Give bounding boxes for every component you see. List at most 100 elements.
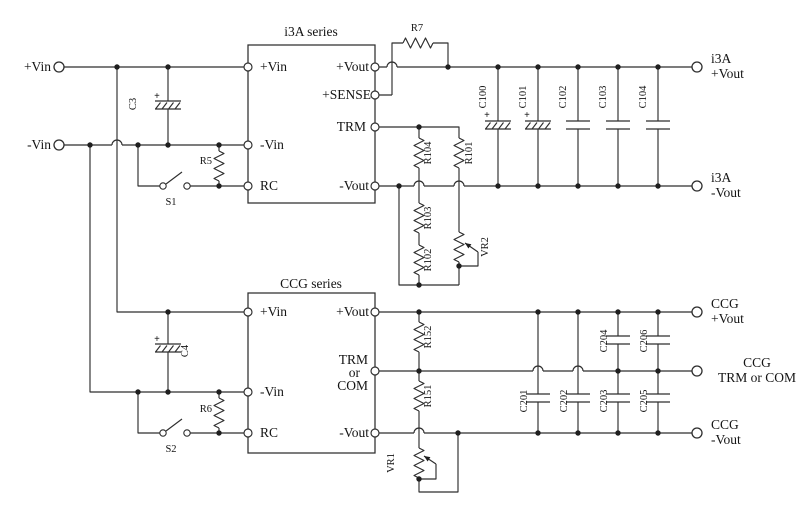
capacitor-c204: C204 [599,329,631,353]
output-ccg-trm-line1: CCG [743,355,771,370]
resistor-r7-label: R7 [411,23,423,34]
module-i3a-title: i3A series [284,24,338,39]
ccg-pin-label-rc: RC [260,425,278,440]
c3-polarity-plus: + [154,91,160,102]
capacitor-c101-label: C101 [518,86,529,109]
switch-s1: S1 [159,171,191,208]
capacitor-c100: + C100 [478,86,512,130]
resistor-r102-label: R102 [423,249,434,272]
capacitor-c204-label: C204 [599,329,610,353]
i3a-cap-bank-wires [497,67,659,186]
resistor-r104-label: R104 [423,141,434,165]
potentiometer-vr1-label: VR1 [386,453,397,473]
potentiometer-vr2-label: VR2 [480,237,491,257]
output-ccg-pos-line1: CCG [711,296,739,311]
capacitor-c201: C201 [519,390,551,413]
i3a-pin-label-trm: TRM [337,119,366,134]
i3a-pin-label-vout-neg: -Vout [339,178,369,193]
resistor-r5-label: R5 [200,156,212,167]
input-filter-wires [137,67,248,434]
output-i3a-neg-line2: -Vout [711,185,741,200]
resistor-r152: R152 [413,321,434,353]
ccg-pin-label-trm: TRM [339,352,368,367]
output-terminal-ccg-neg: CCG -Vout [691,417,741,447]
capacitor-c102-label: C102 [558,86,569,109]
ccg-pin-label-com: COM [337,378,368,393]
ccg-pin-label-or: or [349,365,361,380]
resistor-r101-label: R101 [464,142,475,165]
capacitor-c201-label: C201 [519,390,530,413]
output-ccg-neg-line2: -Vout [711,432,741,447]
junction-dots [87,64,661,482]
i3a-pin-label-rc: RC [260,178,278,193]
ccg-pin-label-vin-neg: -Vin [260,384,284,399]
output-ccg-trm-line2: TRM or COM [718,370,796,385]
output-i3a-pos-line2: +Vout [711,66,744,81]
resistor-r6: R6 [200,397,225,429]
input-terminal-vin-neg: -Vin [27,137,65,152]
input-rail-wires [64,66,248,393]
output-i3a-pos-line1: i3A [711,51,732,66]
capacitor-c202-label: C202 [559,390,570,413]
resistor-r152-label: R152 [423,326,434,349]
module-pin-circles [243,62,380,438]
resistor-r103: R103 [413,202,434,234]
resistor-r151-label: R151 [423,385,434,408]
module-i3a: i3A series +Vin -Vin RC +Vout +SENSE TRM… [247,24,376,204]
output-terminal-ccg-trm: CCG TRM or COM [691,355,796,385]
capacitor-c205-label: C205 [639,390,650,413]
capacitor-c4-label: C4 [180,344,191,357]
switch-s1-label: S1 [165,197,176,208]
capacitor-c3: + C3 [128,91,182,110]
c100-polarity-plus: + [484,110,490,121]
capacitor-c3-label: C3 [128,98,139,110]
module-ccg-title: CCG series [280,276,342,291]
i3a-pin-label-vin-pos: +Vin [260,59,287,74]
input-terminal-vin-pos: +Vin [24,59,65,74]
resistor-r101: R101 [453,137,475,169]
capacitor-c206: C206 [639,330,671,353]
potentiometer-vr1: VR1 [386,447,431,479]
resistor-r103-label: R103 [423,207,434,230]
capacitor-c202: C202 [559,390,591,413]
c101-polarity-plus: + [524,110,530,121]
capacitor-c203: C203 [599,390,631,413]
resistor-r5: R5 [200,150,225,182]
capacitor-c103: C103 [598,86,631,130]
output-terminal-ccg-pos: CCG +Vout [691,296,744,326]
capacitor-c203-label: C203 [599,390,610,413]
capacitor-c103-label: C103 [598,86,609,109]
switch-s2-label: S2 [165,444,176,455]
resistor-r151: R151 [413,380,434,412]
potentiometer-vr2: VR2 [453,231,491,263]
capacitor-c4: + C4 [154,334,191,357]
module-ccg: CCG series +Vin -Vin RC +Vout TRM or COM… [247,276,376,454]
i3a-pin-label-vout-pos: +Vout [336,59,369,74]
ccg-pin-label-vin-pos: +Vin [260,304,287,319]
ccg-cap-bank-wires [537,312,659,433]
i3a-pin-label-vin-neg: -Vin [260,137,284,152]
capacitor-c102: C102 [558,86,591,130]
capacitor-c205: C205 [639,390,671,413]
output-i3a-neg-line1: i3A [711,170,732,185]
resistor-r7: R7 [402,23,434,49]
ccg-pin-label-vout-neg: -Vout [339,425,369,440]
capacitor-c206-label: C206 [639,330,650,353]
output-terminal-i3a-pos: i3A +Vout [691,51,744,81]
switch-s2: S2 [159,418,191,455]
capacitor-c104: C104 [638,85,671,130]
resistor-r6-label: R6 [200,404,212,415]
output-terminal-i3a-neg: i3A -Vout [691,170,741,200]
ccg-pin-label-vout-pos: +Vout [336,304,369,319]
input-vin-pos-label: +Vin [24,59,51,74]
capacitor-c104-label: C104 [638,85,649,109]
capacitor-c101: + C101 [518,86,552,130]
c4-polarity-plus: + [154,334,160,345]
i3a-pin-label-sense: +SENSE [322,87,371,102]
input-vin-neg-label: -Vin [27,137,51,152]
resistor-r102: R102 [413,244,434,276]
resistor-r104: R104 [413,137,434,169]
output-ccg-pos-line2: +Vout [711,311,744,326]
